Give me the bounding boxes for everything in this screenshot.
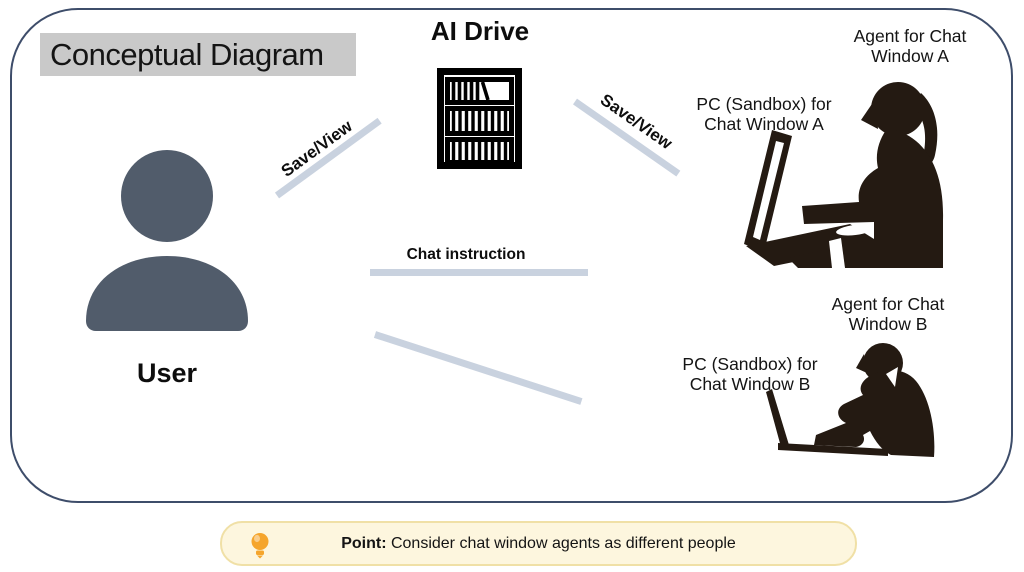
pc-b-label: PC (Sandbox) for Chat Window B	[660, 354, 840, 394]
user-icon	[86, 150, 248, 331]
lightbulb-icon	[251, 533, 269, 559]
ai-drive-label: AI Drive	[430, 16, 530, 46]
agent-a-woman-at-laptop-icon	[744, 82, 944, 268]
point-callout-text: Point: Consider chat window agents as di…	[341, 535, 736, 553]
agent-b-label-line1: Agent for Chat	[831, 294, 945, 314]
pc-b-label-line2: Chat Window B	[689, 373, 811, 394]
agent-a-label: Agent for Chat Window A	[820, 26, 1000, 66]
pc-b-label-line1: PC (Sandbox) for	[682, 354, 818, 374]
pc-a-label-line1: PC (Sandbox) for	[696, 94, 832, 114]
point-callout-body: Consider chat window agents as different…	[386, 534, 736, 552]
connector-chat-instruction-a	[370, 269, 588, 276]
user-label: User	[136, 358, 198, 388]
agent-b-label-line2: Window B	[848, 313, 928, 334]
agent-a-label-line1: Agent for Chat	[853, 26, 967, 46]
point-callout-bold-label: Point:	[341, 534, 387, 552]
agent-b-man-at-laptop-icon	[766, 343, 935, 457]
agent-a-label-line2: Window A	[871, 45, 949, 66]
point-callout: Point: Consider chat window agents as di…	[220, 521, 857, 566]
pc-a-label: PC (Sandbox) for Chat Window A	[674, 94, 854, 134]
page-title: Conceptual Diagram	[40, 33, 356, 76]
pc-a-label-line2: Chat Window A	[704, 113, 824, 134]
bookshelf-icon	[437, 68, 522, 169]
chat-instruction-label: Chat instruction	[406, 246, 526, 263]
agent-b-label: Agent for Chat Window B	[798, 294, 978, 334]
